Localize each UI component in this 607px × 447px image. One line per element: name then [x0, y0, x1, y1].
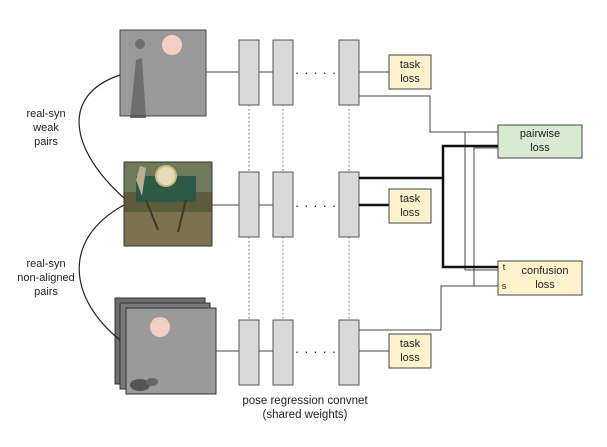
- weak-pairs-line2: weak: [33, 122, 59, 134]
- row1-layer2: [272, 39, 294, 106]
- pairwise-loss-box: [497, 124, 583, 159]
- ellipsis-row2: . . . . .: [295, 195, 337, 210]
- row1-to-confusion: [430, 131, 498, 271]
- confusion-port-s: s: [501, 281, 507, 291]
- row2-layer1: [238, 171, 260, 238]
- caption-line1: pose regression convnet: [242, 395, 368, 407]
- row1-layer1: [238, 39, 260, 106]
- ellipsis-row1: . . . . .: [295, 62, 337, 77]
- confusion-loss-box: [497, 260, 583, 296]
- row2-layer2: [272, 171, 294, 238]
- task-loss-text-3: task loss: [389, 337, 431, 365]
- real-to-confusion-thick: [441, 178, 498, 269]
- weak-pairs-line1: real-syn: [26, 108, 66, 120]
- row3-layer3: [338, 319, 360, 386]
- task-loss-text-1: task loss: [389, 58, 431, 86]
- row1-to-pairwise: [359, 95, 498, 133]
- task-loss-3-line2: loss: [400, 352, 420, 364]
- task-loss-2-line1: task: [399, 193, 421, 205]
- nonaligned-pair-curve: [78, 204, 125, 341]
- confusion-port-t: t: [502, 262, 506, 272]
- task-loss-1-line2: loss: [400, 73, 420, 85]
- real-to-pairwise-thick: [359, 144, 498, 180]
- synthetic-image-top: [119, 29, 207, 118]
- task-loss-1-line1: task: [399, 59, 421, 71]
- nonaligned-pairs-line1: real-syn: [26, 258, 66, 270]
- pairwise-loss-text: pairwise loss: [498, 127, 582, 155]
- nonaligned-pairs-label: real-syn non-aligned pairs: [10, 257, 82, 299]
- confusion-loss-line1: confusion: [521, 265, 569, 277]
- row3-to-pairwise: [441, 147, 498, 287]
- row2-layer3: [338, 171, 360, 238]
- network-caption: pose regression convnet (shared weights): [225, 394, 385, 422]
- row3-layer1: [238, 319, 260, 386]
- row1-layer3: [338, 39, 360, 106]
- synthetic-image-stack: [114, 297, 217, 395]
- nonaligned-pairs-line3: pairs: [34, 286, 58, 298]
- confusion-loss-text: confusion loss: [508, 264, 582, 292]
- row3-to-confusion: [359, 285, 498, 331]
- pairwise-loss-line2: loss: [530, 142, 550, 154]
- task-loss-box-1: [388, 54, 432, 90]
- weak-pairs-label: real-syn weak pairs: [14, 107, 78, 149]
- real-image-middle: [123, 161, 213, 247]
- task-loss-text-2: task loss: [389, 192, 431, 220]
- row3-layer2: [272, 319, 294, 386]
- task-loss-3-line1: task: [399, 338, 421, 350]
- weak-pairs-line3: pairs: [34, 136, 58, 148]
- weak-pair-curve: [78, 74, 125, 199]
- ellipsis-row3: . . . . .: [295, 341, 337, 356]
- nonaligned-pairs-line2: non-aligned: [17, 272, 75, 284]
- task-loss-box-2: [388, 188, 432, 224]
- task-loss-box-3: [388, 333, 432, 369]
- task-loss-2-line2: loss: [400, 207, 420, 219]
- pairwise-loss-line1: pairwise: [519, 128, 561, 140]
- caption-line2: (shared weights): [262, 409, 348, 421]
- confusion-loss-line2: loss: [535, 279, 555, 291]
